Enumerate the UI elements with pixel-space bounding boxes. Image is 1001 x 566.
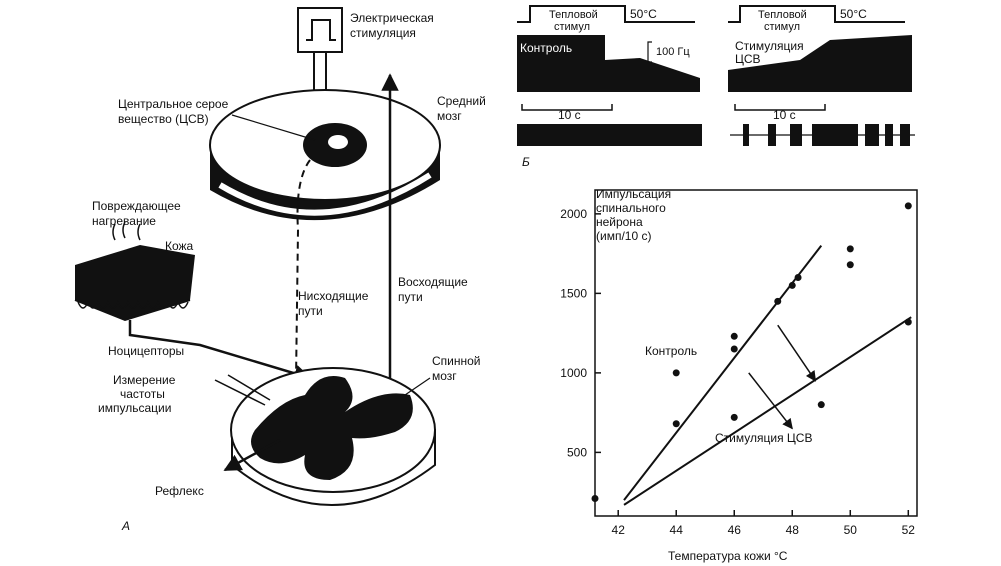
chart-title-3: нейрона bbox=[596, 215, 643, 229]
skin-label: Кожа bbox=[165, 239, 194, 253]
control-data-point bbox=[846, 245, 854, 253]
left-time-scale: 10 с bbox=[558, 108, 581, 122]
descending-label-2: пути bbox=[298, 304, 323, 318]
control-data-point bbox=[672, 369, 680, 377]
pag-series-label: Стимуляция ЦСВ bbox=[715, 431, 812, 445]
measure-label-2: частоты bbox=[120, 387, 165, 401]
control-data-point bbox=[788, 281, 796, 289]
x-tick-label: 50 bbox=[844, 523, 858, 537]
control-data-point bbox=[846, 261, 854, 269]
pag-data-point bbox=[672, 420, 680, 428]
plot-frame bbox=[594, 189, 918, 517]
spinal-cord-slice bbox=[230, 367, 436, 506]
right-trace-label-1: Стимуляция bbox=[735, 39, 804, 53]
x-tick-label: 46 bbox=[728, 523, 742, 537]
x-tick-label: 42 bbox=[612, 523, 626, 537]
shift-arrow bbox=[748, 372, 793, 430]
right-temperature: 50°C bbox=[840, 7, 867, 21]
left-stimulus-label-1: Тепловой bbox=[549, 9, 598, 21]
descending-label-1: Нисходящие bbox=[298, 289, 369, 303]
nociceptors-label: Ноцицепторы bbox=[108, 344, 184, 358]
control-data-point bbox=[730, 345, 738, 353]
y-tick-label: 500 bbox=[567, 445, 587, 459]
panel-b-letter: Б bbox=[522, 155, 530, 169]
right-stimulus-label-1: Тепловой bbox=[758, 9, 807, 21]
x-tick-label: 48 bbox=[786, 523, 800, 537]
pag-label-1: Центральное серое bbox=[118, 97, 229, 111]
midbrain-label-2: мозг bbox=[437, 109, 462, 123]
midbrain-slice bbox=[209, 89, 441, 221]
shift-arrow bbox=[777, 324, 817, 382]
right-stimulus-label-2: стимул bbox=[764, 21, 800, 33]
midbrain-label-1: Средний bbox=[437, 94, 486, 108]
pag-data-point bbox=[591, 495, 599, 503]
panel-b-traces: Тепловой стимул 50°C Контроль 100 Гц 10 … bbox=[517, 5, 915, 169]
panel-a-diagram: Электрическая стимуляция Средний мозг Це… bbox=[74, 7, 486, 533]
right-trace-label-2: ЦСВ bbox=[735, 52, 761, 66]
spinal-cord-label-1: Спинной bbox=[432, 354, 481, 368]
scatter-chart: Импульсация спинального нейрона (имп/10 … bbox=[560, 187, 918, 563]
left-trace-label: Контроль bbox=[520, 41, 572, 55]
control-fit-line bbox=[623, 245, 823, 501]
y-tick-label: 2000 bbox=[560, 207, 587, 221]
chart-title-4: (имп/10 с) bbox=[596, 229, 651, 243]
control-data-point bbox=[730, 332, 738, 340]
control-series-label: Контроль bbox=[645, 344, 697, 358]
pag-label-2: вещество (ЦСВ) bbox=[118, 112, 209, 126]
spinal-cord-label-2: мозг bbox=[432, 369, 457, 383]
left-temperature: 50°C bbox=[630, 7, 657, 21]
x-axis-label: Температура кожи °C bbox=[668, 549, 788, 563]
pag-data-point bbox=[817, 401, 825, 409]
rate-scale-label: 100 Гц bbox=[656, 46, 690, 58]
measure-label-3: импульсации bbox=[98, 401, 171, 415]
control-data-point bbox=[904, 202, 912, 210]
stimulation-label-2: стимуляция bbox=[350, 26, 416, 40]
stimulation-label-1: Электрическая bbox=[350, 11, 434, 25]
ascending-label-1: Восходящие bbox=[398, 275, 468, 289]
left-trace: Тепловой стимул 50°C Контроль 100 Гц 10 … bbox=[517, 5, 702, 146]
left-stimulus-label-2: стимул bbox=[554, 21, 590, 33]
y-tick-label: 1000 bbox=[560, 366, 587, 380]
damaging-heat-label-1: Повреждающее bbox=[92, 199, 181, 213]
chart-title-1: Импульсация bbox=[596, 187, 671, 201]
y-tick-label: 1500 bbox=[560, 286, 587, 300]
reflex-label: Рефлекс bbox=[155, 484, 204, 498]
stimulator-icon bbox=[297, 7, 343, 140]
control-data-point bbox=[774, 297, 782, 305]
skin-block bbox=[74, 221, 195, 322]
chart-title-2: спинального bbox=[596, 201, 666, 215]
right-trace: Тепловой стимул 50°C Стимуляция ЦСВ 10 с bbox=[728, 5, 915, 146]
control-data-point bbox=[794, 273, 802, 281]
x-tick-label: 44 bbox=[670, 523, 684, 537]
pag-data-point bbox=[730, 413, 738, 421]
pag-data-point bbox=[904, 318, 912, 326]
panel-a-letter: А bbox=[121, 519, 130, 533]
measure-label-1: Измерение bbox=[113, 373, 176, 387]
x-tick-label: 52 bbox=[902, 523, 916, 537]
right-time-scale: 10 с bbox=[773, 108, 796, 122]
right-spike-train bbox=[730, 124, 915, 146]
damaging-heat-label-2: нагревание bbox=[92, 214, 156, 228]
pag-fit-line bbox=[623, 316, 912, 506]
ascending-label-2: пути bbox=[398, 290, 423, 304]
